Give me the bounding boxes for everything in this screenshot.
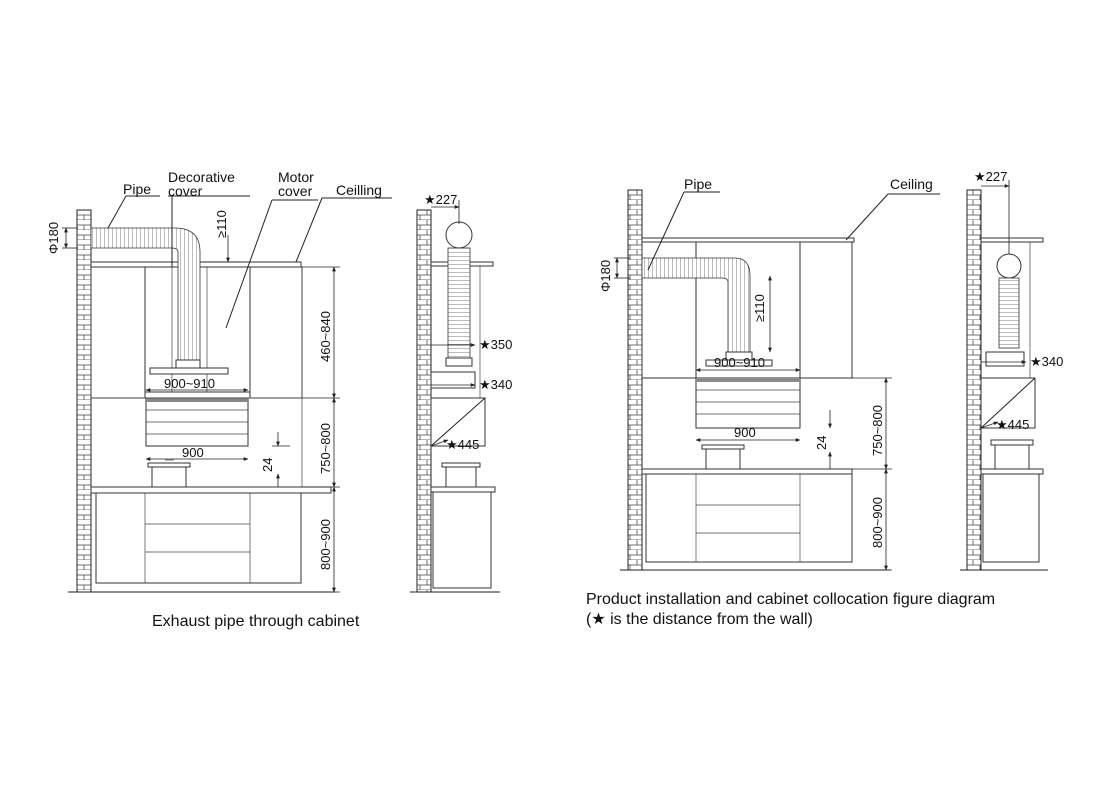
label-motor-cover-1: Motor (278, 169, 314, 185)
caption-star-note: (★ is the distance from the wall) (586, 611, 813, 628)
dim-star-227: ★227 (424, 192, 457, 207)
caption-exhaust: Exhaust pipe through cabinet (152, 613, 360, 630)
right-dim-star-227: ★227 (974, 169, 1007, 184)
right-side-view: ★227 ★340 ★445 (960, 169, 1063, 571)
upper-cabinet-left (90, 266, 146, 399)
dim-900: 900 (182, 445, 204, 460)
right-label-pipe: Pipe (684, 176, 712, 192)
right-ceiling (641, 237, 855, 243)
right-dim-750-800: 750~800 (870, 405, 885, 456)
brick-wall (76, 209, 92, 593)
right-label-ceiling: Ceiling (890, 176, 933, 192)
dim-star-350: ★350 (479, 337, 512, 352)
dim-phi180: Φ180 (46, 222, 61, 254)
dim-star-445: ★445 (446, 437, 479, 452)
side-pipe (447, 247, 471, 359)
upper-cabinet-right (249, 266, 303, 399)
countertop (90, 486, 332, 494)
right-dim-900: 900 (734, 425, 756, 440)
label-pipe: Pipe (123, 181, 151, 197)
left-side-view: ★227 ★350 ★340 ★445 (410, 192, 512, 593)
right-dim-900-910: 900~910 (714, 355, 765, 370)
right-side-brick-wall (966, 189, 982, 571)
dim-750-800: 750~800 (318, 423, 333, 474)
right-dim-24: 24 (814, 436, 829, 450)
left-front-view: Pipe Decorative cover Motor cover Ceilli… (46, 169, 392, 630)
right-dim-star-340: ★340 (1030, 354, 1063, 369)
dim-24: 24 (260, 458, 275, 472)
caption-product-installation: Product installation and cabinet colloca… (586, 591, 995, 608)
dim-900-910: 900~910 (164, 376, 215, 391)
side-brick-wall (416, 209, 432, 593)
right-dim-phi180: Φ180 (598, 260, 613, 292)
dim-460-840: 460~840 (318, 311, 333, 362)
right-dim-ge110: ≥110 (752, 294, 767, 322)
right-dim-800-900: 800~900 (870, 497, 885, 548)
dim-star-340: ★340 (479, 377, 512, 392)
right-brick-wall (627, 189, 643, 571)
base-cabinet (95, 492, 302, 584)
dim-800-900: 800~900 (318, 519, 333, 570)
label-motor-cover-2: cover (278, 183, 313, 199)
right-side-pipe (998, 277, 1020, 349)
dim-ge110: ≥110 (214, 210, 229, 238)
label-ceiling: Ceilling (336, 182, 382, 198)
right-dim-star-445: ★445 (996, 417, 1029, 432)
right-front-view: Pipe Ceiling Φ180 ≥110 900~910 900 24 75… (586, 176, 995, 628)
label-decorative-cover-1: Decorative (168, 169, 235, 185)
label-decorative-cover-2: cover (168, 183, 203, 199)
right-range-hood (695, 377, 801, 429)
